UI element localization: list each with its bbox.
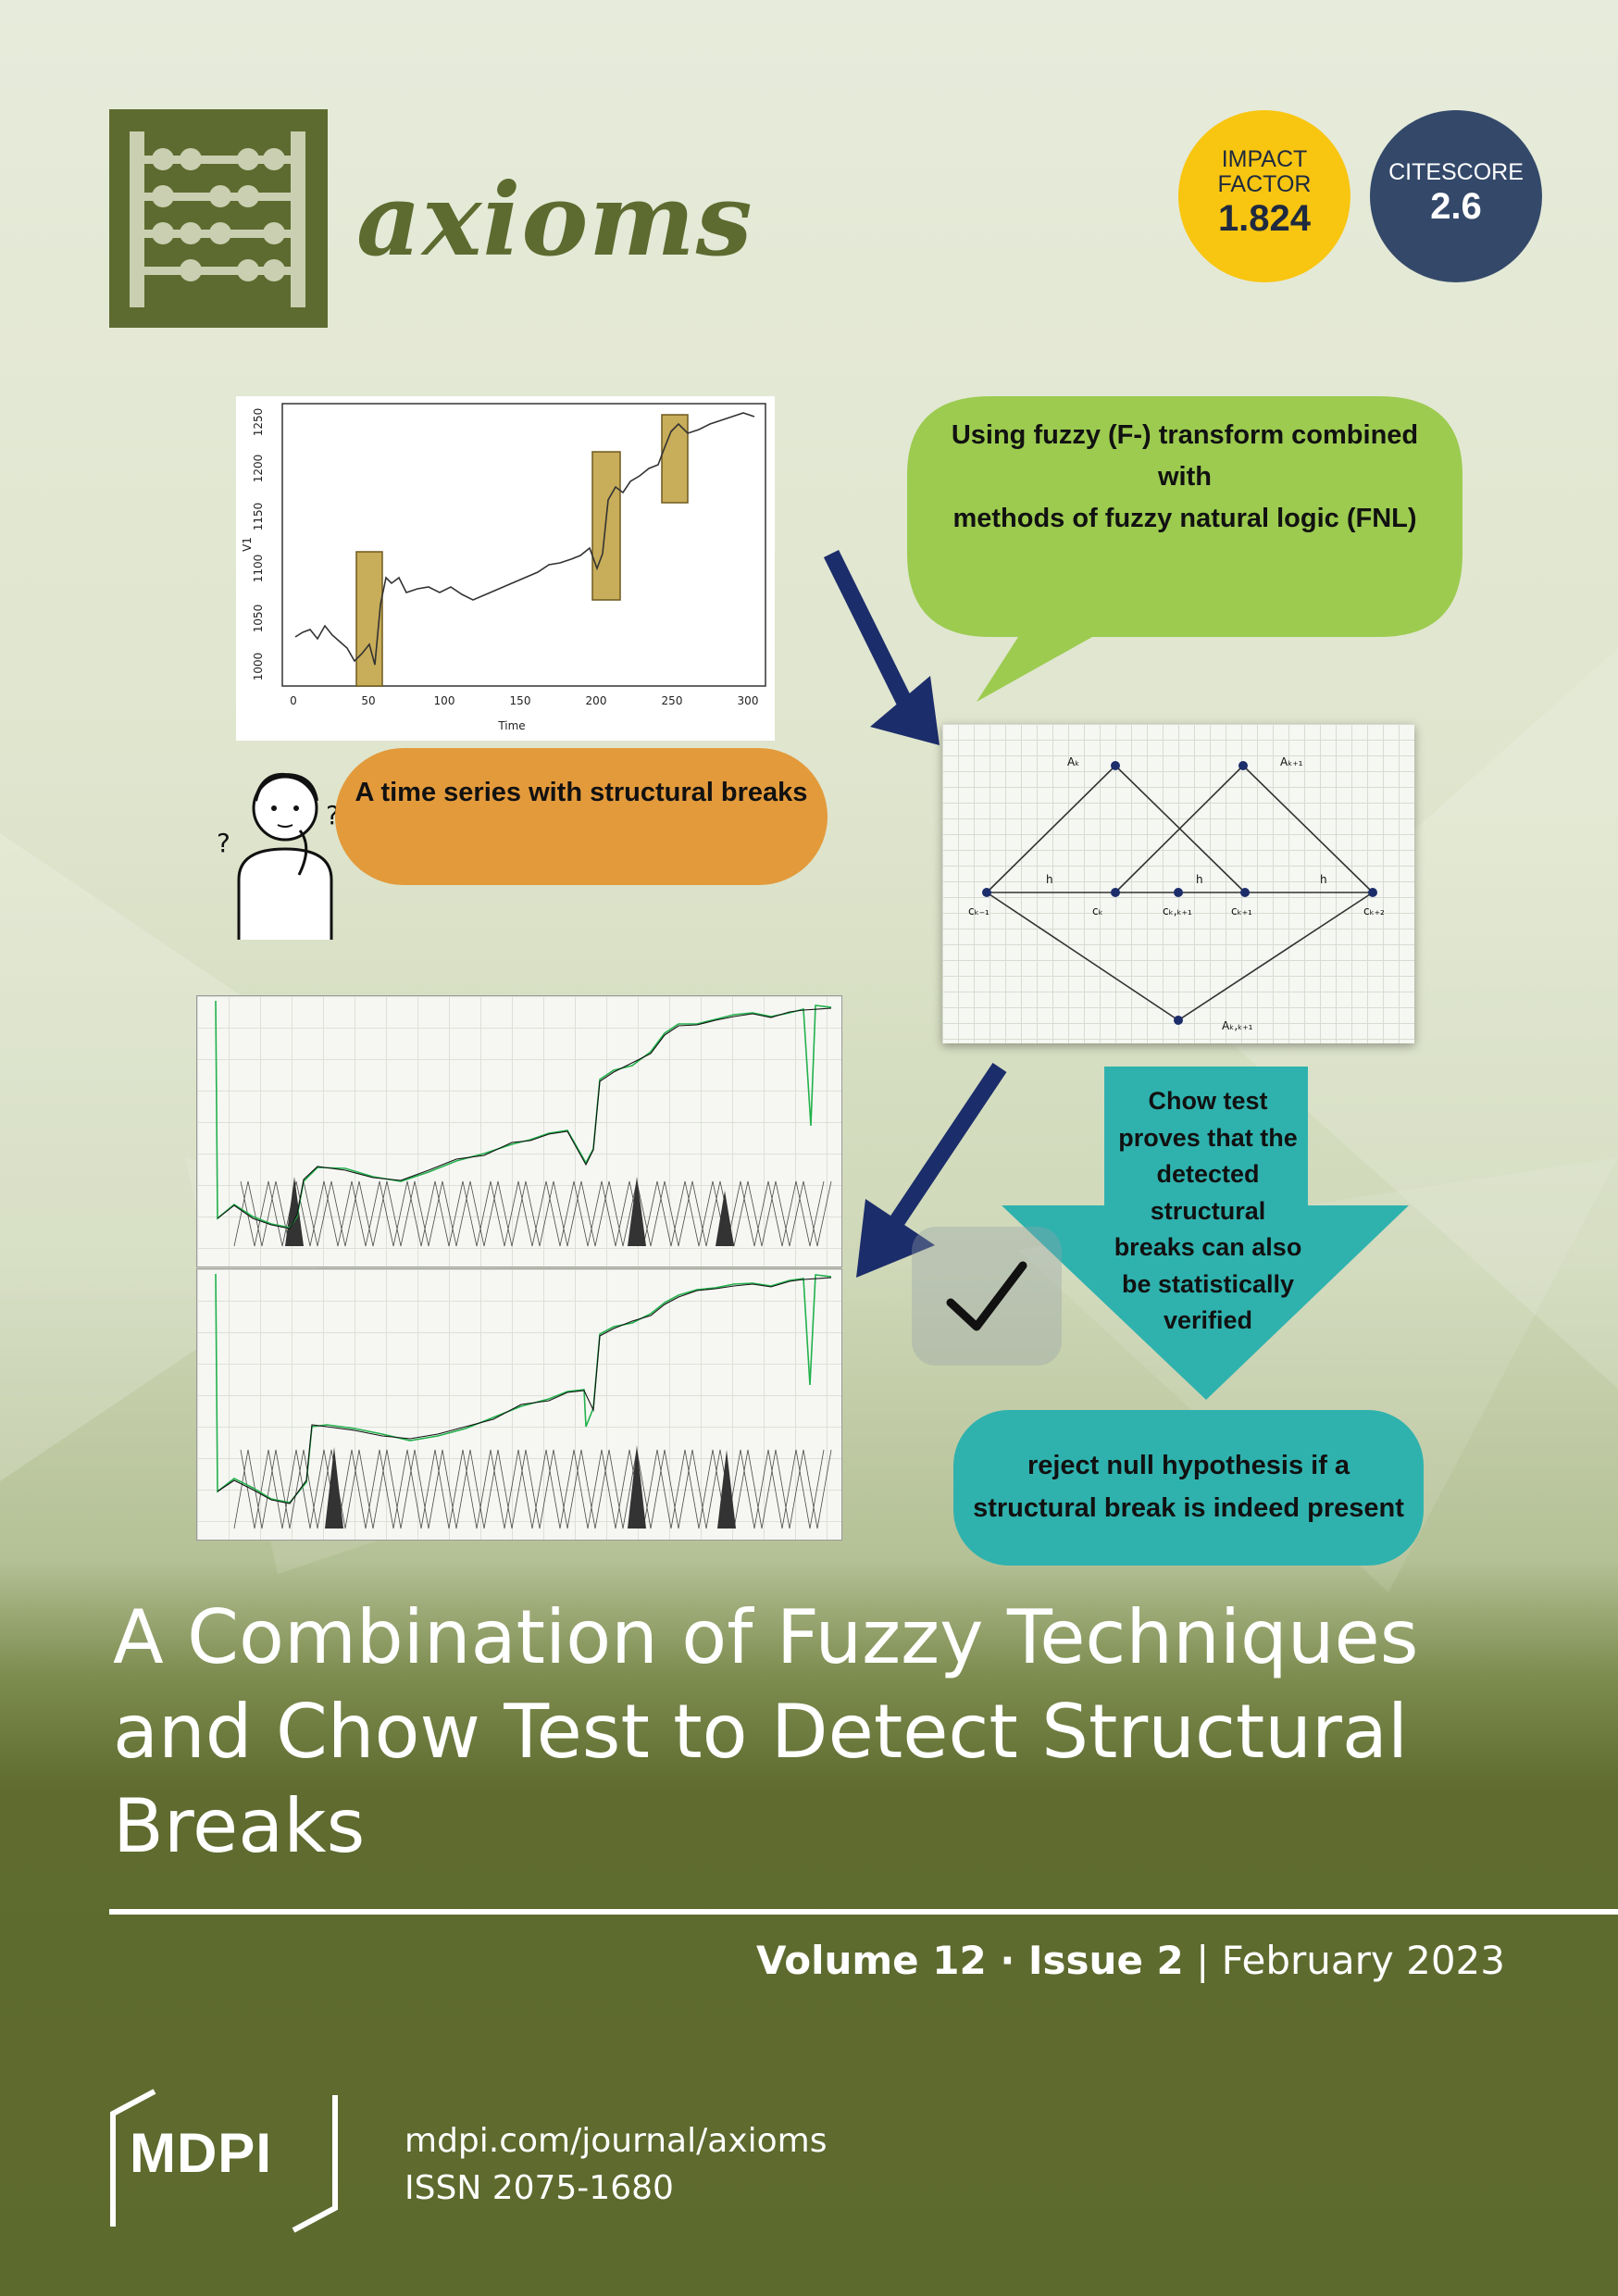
y-tick-2: 1100 (252, 555, 265, 583)
method-line-1: Using fuzzy (F-) transform combined (951, 420, 1419, 450)
method-line-2: with (1158, 462, 1212, 492)
reject-line-2: structural break is indeed present (973, 1493, 1404, 1523)
time-series-bubble (335, 748, 828, 885)
journal-logo (109, 109, 328, 328)
time-series-bubble-text: A time series with structural breaks (355, 778, 808, 807)
label-c-k2: cₖ₊₂ (1363, 905, 1385, 917)
chow-line-6: be statistically (1121, 1269, 1295, 1298)
divider (109, 1909, 1618, 1915)
journal-url[interactable]: mdpi.com/journal/axioms (404, 2122, 828, 2160)
label-a-kk1: Aₖ,ₖ₊₁ (1222, 1019, 1253, 1032)
x-tick-2: 100 (434, 694, 455, 707)
method-bubble-shape (907, 396, 1462, 702)
y-tick-5: 1250 (252, 408, 265, 437)
arrow-down-left-icon (856, 1062, 1007, 1278)
label-h-2: h (1196, 873, 1203, 886)
label-c-k1: cₖ₊₁ (1231, 905, 1252, 917)
chow-test-text: Chow test proves that the detected struc… (1092, 1083, 1324, 1340)
citescore-label: CITESCORE (1388, 159, 1524, 185)
x-tick-3: 150 (510, 694, 531, 707)
label-h-1: h (1046, 873, 1053, 886)
y-axis-label: V1 (241, 537, 254, 552)
chow-line-1: Chow test (1148, 1087, 1268, 1115)
x-tick-1: 50 (361, 694, 375, 707)
thinking-person-icon: ? ? (217, 772, 340, 940)
method-bubble: Using fuzzy (F-) transform combined with… (912, 415, 1458, 540)
reject-bubble (953, 1410, 1424, 1566)
issue-sep: · (986, 1938, 1028, 1983)
svg-text:?: ? (217, 828, 230, 858)
article-title: A Combination of Fuzzy Techniques and Ch… (113, 1591, 1557, 1874)
title-line-3: Breaks (113, 1783, 366, 1869)
chow-test-arrow (1002, 1067, 1409, 1400)
volume: Volume 12 (756, 1938, 987, 1983)
x-axis-label: Time (497, 719, 525, 732)
issn: ISSN 2075-1680 (404, 2169, 674, 2207)
x-tick-6: 300 (738, 694, 759, 707)
x-tick-4: 200 (586, 694, 607, 707)
checkmark-box (912, 1227, 1062, 1366)
chow-line-7: verified (1163, 1306, 1253, 1334)
issue-bar: | (1183, 1938, 1222, 1983)
impact-factor-badge: IMPACT FACTOR 1.824 (1178, 110, 1350, 282)
impact-factor-label-1: IMPACT (1221, 146, 1308, 172)
y-tick-1: 1050 (252, 605, 265, 633)
checkmark-icon (946, 1261, 1027, 1331)
impact-factor-label-2: FACTOR (1217, 171, 1312, 197)
fuzzy-partition-svg: Aₖ Aₖ₊₁ Aₖ,ₖ₊₁ h h h cₖ₋₁ cₖ cₖ,ₖ₊₁ cₖ₊₁… (968, 755, 1385, 1032)
reject-bubble-text: reject null hypothesis if a structural b… (953, 1444, 1424, 1529)
x-tick-0: 0 (290, 694, 297, 707)
chow-line-5: breaks can also (1114, 1233, 1302, 1261)
title-line-2: and Chow Test to Detect Structural (113, 1689, 1409, 1775)
issue-number: Issue 2 (1027, 1938, 1184, 1983)
fuzzy-transform-chart-2 (215, 1273, 832, 1529)
y-tick-4: 1200 (252, 455, 265, 483)
label-h-3: h (1320, 873, 1327, 886)
x-tick-5: 250 (662, 694, 683, 707)
reject-line-1: reject null hypothesis if a (1027, 1451, 1350, 1480)
chow-line-3: detected (1156, 1160, 1260, 1188)
label-c-k: cₖ (1092, 905, 1103, 917)
citescore-value: 2.6 (1430, 186, 1482, 227)
fuzzy-transform-plot-2 (196, 1268, 842, 1541)
time-series-plot: 0 50 100 150 200 250 300 Time 1000 1050 … (236, 396, 775, 741)
publisher-name: MDPI (130, 2122, 272, 2184)
issue-date: February 2023 (1221, 1938, 1505, 1983)
mdpi-logo-icon (110, 2089, 338, 2233)
arrow-down-right-icon (823, 550, 940, 745)
fuzzy-partition-diagram: Aₖ Aₖ₊₁ Aₖ,ₖ₊₁ h h h cₖ₋₁ cₖ cₖ,ₖ₊₁ cₖ₊₁… (942, 724, 1414, 1043)
label-a-k: Aₖ (1067, 755, 1079, 768)
citescore-badge: CITESCORE 2.6 (1370, 110, 1542, 282)
chow-line-4: structural (1150, 1196, 1266, 1225)
abacus-icon (130, 131, 305, 307)
label-c-km1: cₖ₋₁ (968, 905, 989, 917)
time-series-chart: 0 50 100 150 200 250 300 Time 1000 1050 … (241, 403, 766, 732)
fuzzy-transform-chart-1 (215, 1000, 832, 1247)
method-line-3: methods of fuzzy natural logic (FNL) (952, 504, 1417, 533)
title-line-1: A Combination of Fuzzy Techniques (113, 1594, 1419, 1680)
label-c-kk1: cₖ,ₖ₊₁ (1163, 905, 1192, 917)
journal-name: axioms (356, 162, 753, 279)
chow-line-2: proves that the (1118, 1123, 1298, 1152)
y-tick-0: 1000 (252, 653, 265, 681)
issue-info: Volume 12 · Issue 2 | February 2023 (756, 1938, 1505, 1983)
fuzzy-transform-plot-1 (196, 995, 842, 1267)
label-a-k1: Aₖ₊₁ (1280, 755, 1303, 768)
impact-factor-value: 1.824 (1217, 198, 1312, 239)
y-tick-3: 1150 (252, 503, 265, 531)
